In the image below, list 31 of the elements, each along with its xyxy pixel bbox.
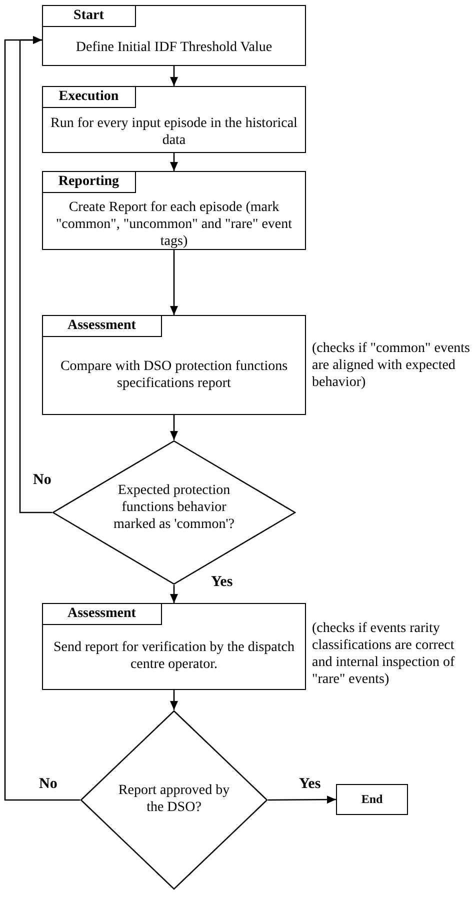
process-box: [42, 603, 306, 690]
decision-diamond: [52, 440, 296, 585]
terminal-text: End: [360, 792, 384, 807]
side-note: (checks if "common" events are aligned with expected behavior): [312, 340, 471, 391]
arrow: [170, 585, 178, 603]
step-text: Define Initial IDF Threshold Value: [74, 39, 274, 56]
step-text: Compare with DSO protection functions specifications report: [59, 358, 289, 392]
decision-diamond: [80, 710, 268, 890]
decision-text: Expected protection functions behavior marked as 'common'?: [112, 482, 236, 533]
arrow: [170, 690, 178, 710]
step-heading: Assessment: [42, 314, 162, 337]
step-heading: Start: [42, 4, 136, 27]
process-box: [42, 171, 306, 250]
process-box: [42, 86, 306, 153]
step-heading: Assessment: [42, 602, 162, 625]
process-box: [42, 5, 306, 66]
step-text: Create Report for each episode (mark "common", "uncommon" and "rare" event tags): [54, 199, 294, 250]
side-note: (checks if events rarity classifications are correct and internal inspection of "rare" events): [312, 620, 456, 688]
step-heading: Reporting: [42, 170, 136, 193]
decision-text: Report approved by the DSO?: [117, 782, 231, 816]
arrow: [170, 415, 178, 440]
arrow: [170, 153, 178, 171]
arrow: [170, 66, 178, 86]
process-box: [42, 315, 306, 415]
arrow: [4, 36, 80, 801]
arrow: [268, 796, 336, 804]
step-text: Run for every input episode in the historical data: [50, 115, 298, 149]
step-heading: Execution: [42, 86, 136, 108]
arrow: [170, 250, 178, 315]
terminal-box: [336, 784, 408, 815]
step-text: Send report for verification by the dispatch centre operator.: [52, 639, 296, 673]
